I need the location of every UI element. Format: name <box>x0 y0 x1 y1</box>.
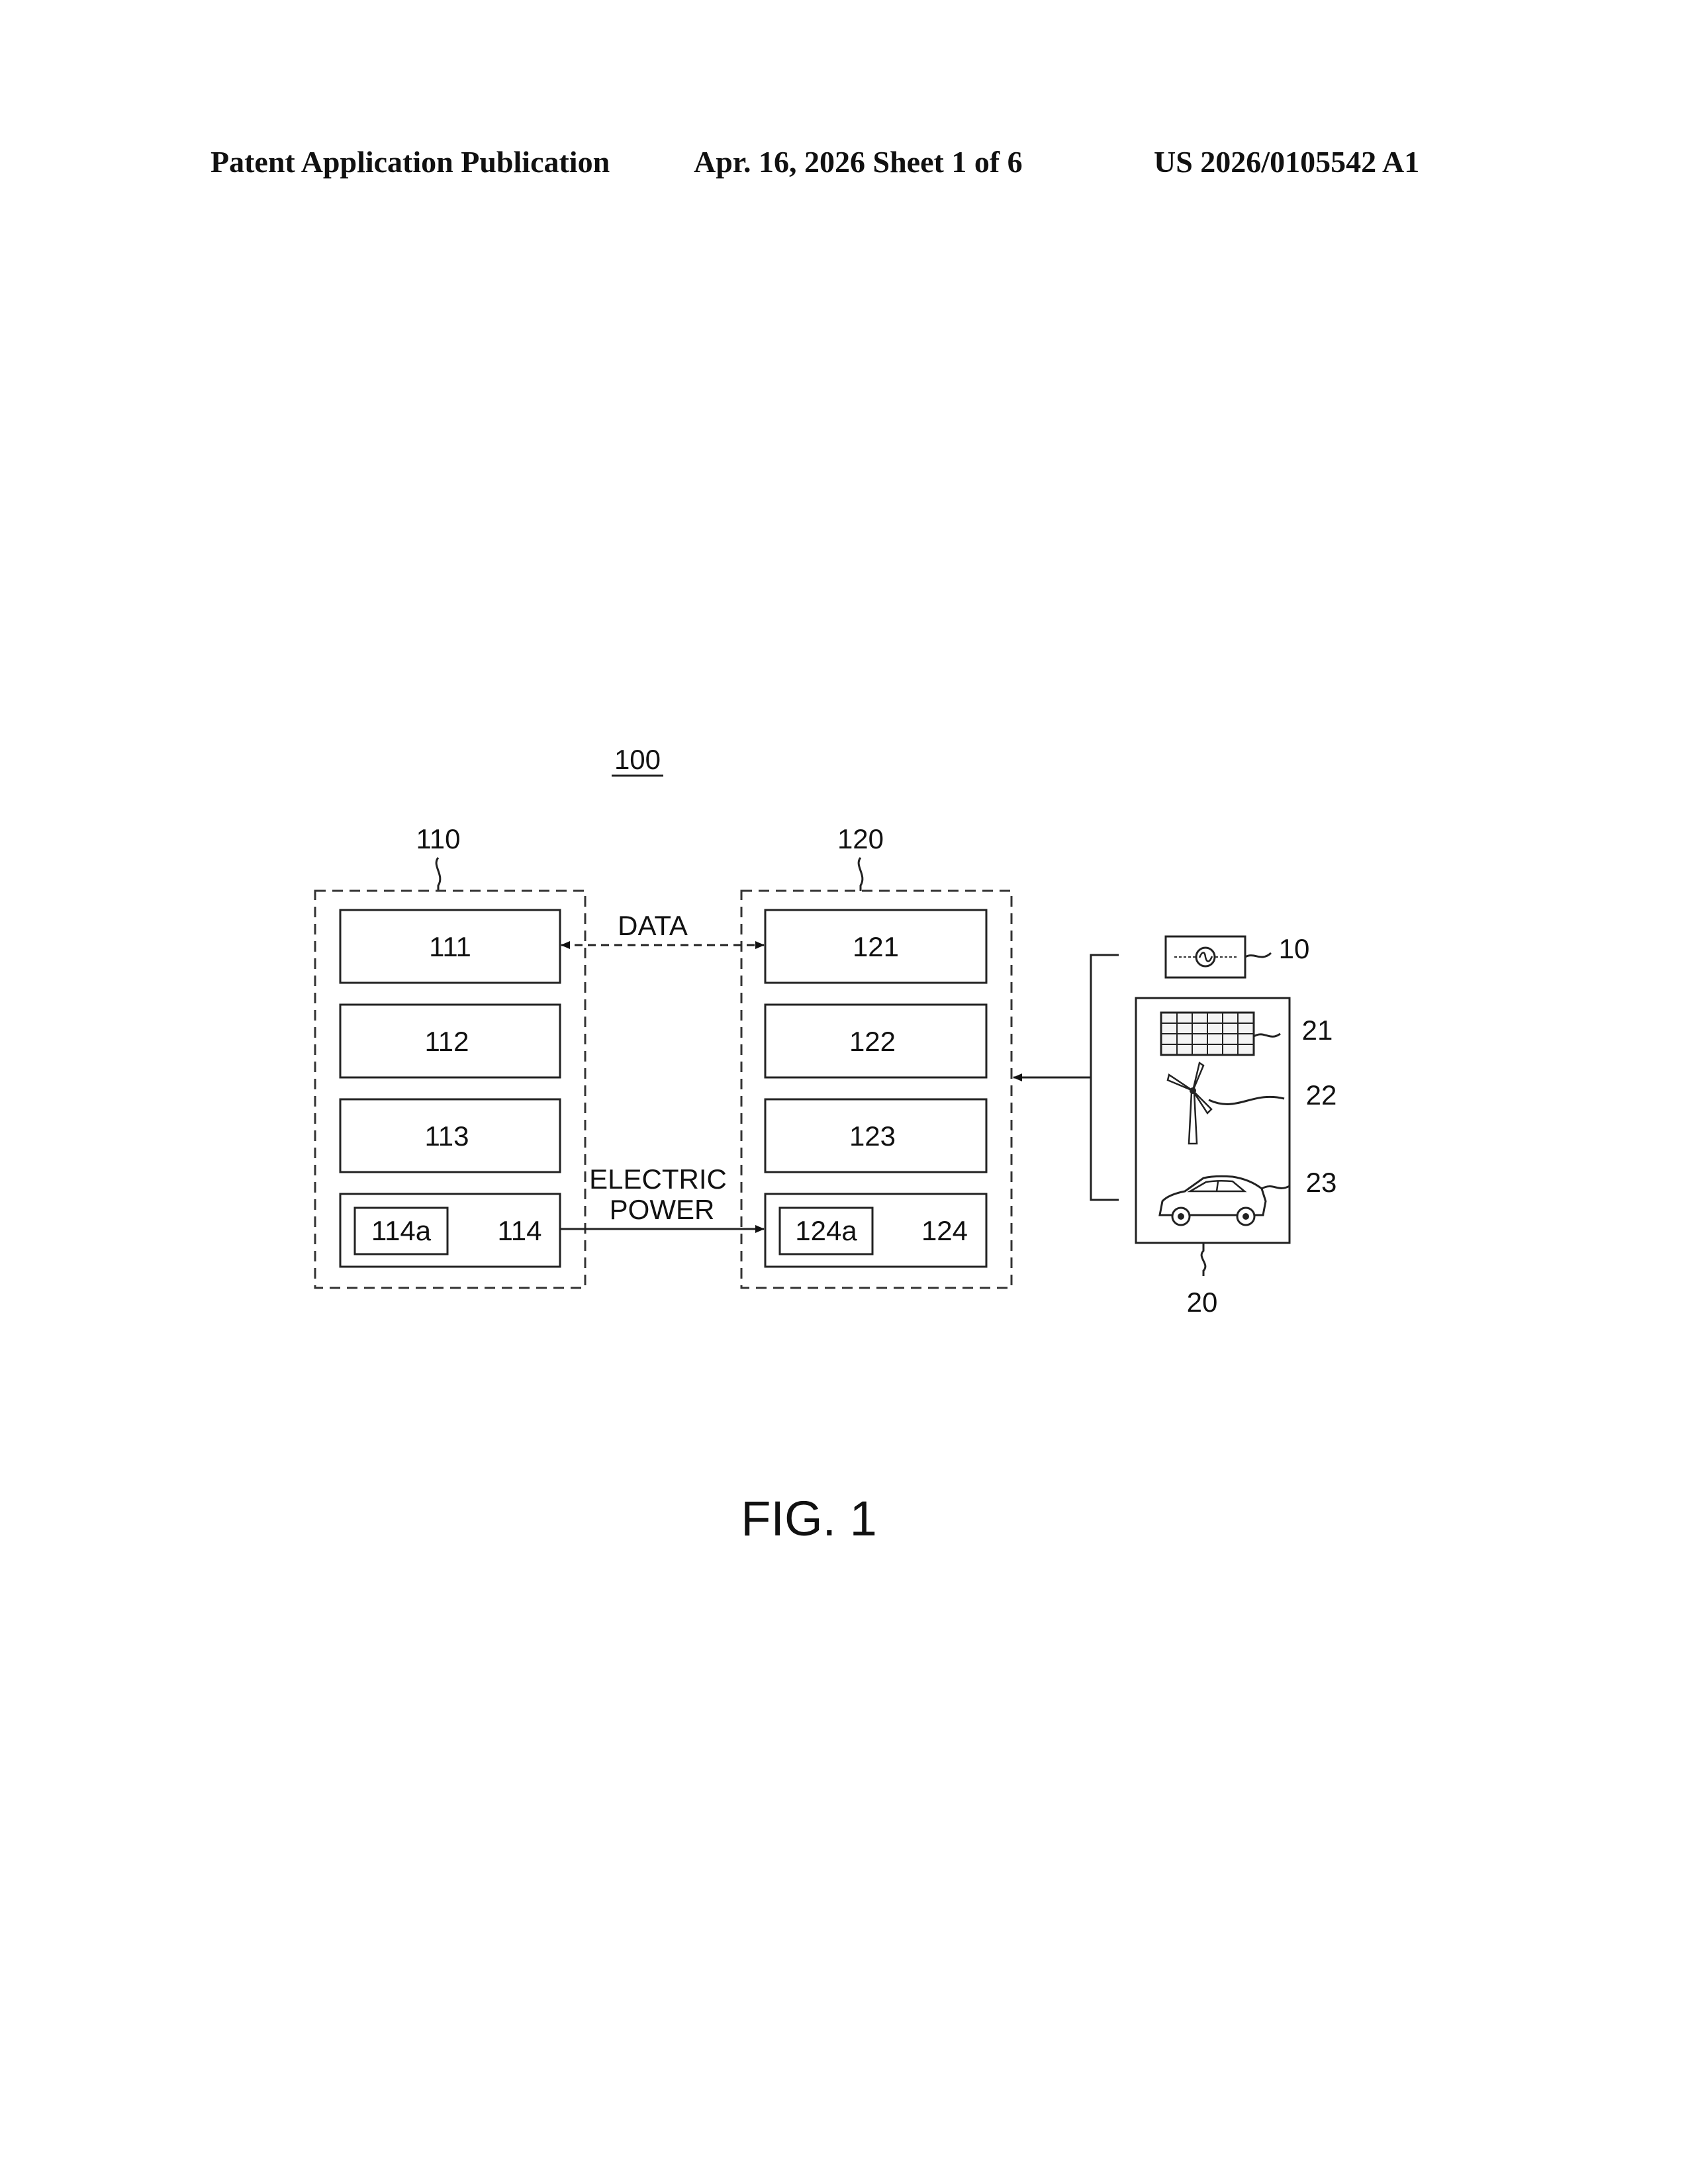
block-111-label: 111 <box>429 931 471 962</box>
block-124a-label: 124a <box>795 1215 857 1246</box>
wind-label: 22 <box>1306 1079 1337 1111</box>
system-label: 100 <box>614 744 661 775</box>
data-link-label: DATA <box>618 910 688 941</box>
source-bracket <box>1091 955 1119 1200</box>
wind-leader <box>1209 1097 1284 1104</box>
solar-label: 21 <box>1302 1015 1333 1046</box>
grid-leader <box>1245 953 1271 957</box>
distributed-sources-label: 20 <box>1187 1287 1218 1318</box>
figure-caption: FIG. 1 <box>741 1491 877 1546</box>
block-123-label: 123 <box>849 1120 896 1152</box>
block-112-label: 112 <box>425 1026 469 1057</box>
power-link-label-line2: POWER <box>610 1194 715 1225</box>
power-link-label-line1: ELECTRIC <box>589 1163 727 1195</box>
block-121-label: 121 <box>853 931 899 962</box>
right-group-label: 120 <box>837 823 884 854</box>
solar-leader <box>1254 1034 1280 1036</box>
group-20-leader <box>1201 1243 1205 1276</box>
left-group-label: 110 <box>416 823 461 854</box>
vehicle-leader <box>1262 1186 1289 1189</box>
grid-source-label: 10 <box>1279 933 1310 964</box>
vehicle-label: 23 <box>1306 1167 1337 1198</box>
car-icon <box>1160 1176 1266 1225</box>
block-113-label: 113 <box>425 1120 469 1152</box>
solar-panel-icon <box>1161 1013 1254 1055</box>
block-114-label: 114 <box>498 1215 542 1246</box>
wind-turbine-icon <box>1168 1063 1211 1144</box>
block-124-label: 124 <box>921 1215 968 1246</box>
ac-source-icon <box>1174 948 1237 966</box>
left-group-leader <box>436 858 440 891</box>
block-114a-label: 114a <box>371 1215 432 1246</box>
block-122-label: 122 <box>849 1026 896 1057</box>
right-group-leader <box>859 858 863 891</box>
